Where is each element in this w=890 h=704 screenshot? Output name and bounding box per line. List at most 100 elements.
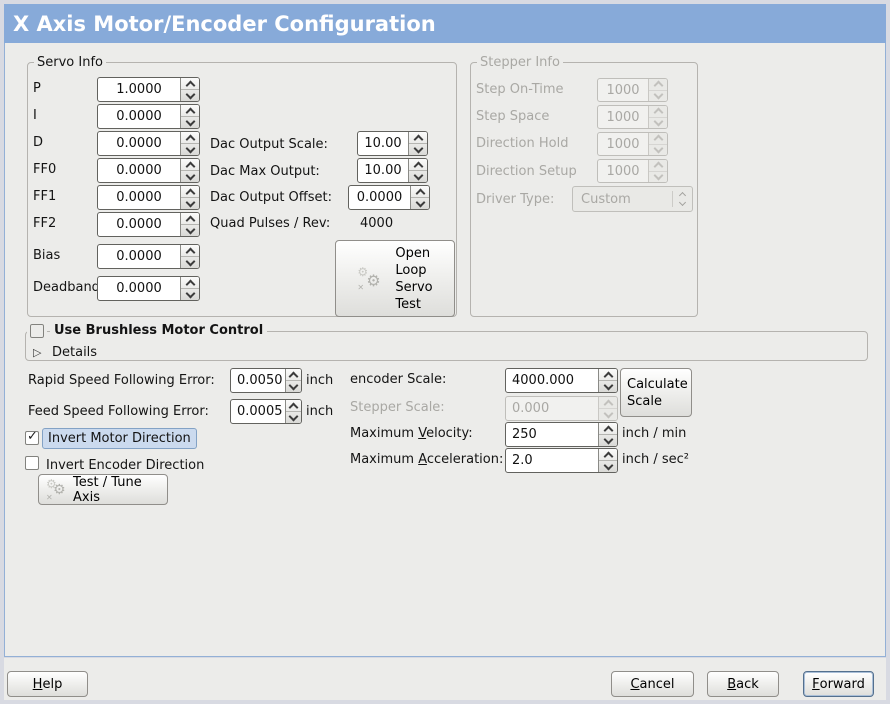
rapid-following-error-spinbox[interactable]: 0.0050 [230,368,302,393]
spin-up-icon[interactable] [285,400,301,412]
spin-down-icon[interactable] [599,434,617,446]
dac-max-output-label: Dac Max Output: [210,164,320,179]
spin-up-icon[interactable] [181,213,199,225]
deadband-spin-buttons[interactable] [180,277,199,300]
test-tune-axis-button[interactable]: ⚙ ⚙ ✕ Test / Tune Axis [38,474,168,505]
spin-down-icon[interactable] [181,143,199,155]
p-spin-buttons[interactable] [180,78,199,101]
spin-down-icon[interactable] [181,288,199,300]
spin-down-icon[interactable] [599,460,617,472]
dac-offset-spin-buttons[interactable] [410,186,429,209]
bias-spin-buttons[interactable] [180,245,199,268]
i-spin-buttons[interactable] [180,105,199,128]
ff0-value[interactable]: 0.0000 [116,163,162,178]
spin-up-icon[interactable] [181,78,199,90]
spin-down-icon[interactable] [181,256,199,268]
spin-down-icon[interactable] [411,197,429,209]
dac-max-output-spinbox[interactable]: 10.00 [357,158,428,183]
spin-up-icon[interactable] [181,245,199,257]
bias-spinbox[interactable]: 0.0000 [97,244,200,269]
ff0-spin-buttons[interactable] [180,159,199,182]
direction-setup-spin-buttons [648,160,667,182]
feed-following-error-value[interactable]: 0.0005 [237,404,283,419]
use-brushless-label[interactable]: Use Brushless Motor Control [50,323,268,338]
maximum-acceleration-value[interactable]: 2.0 [512,453,533,468]
spin-up-icon[interactable] [181,132,199,144]
spin-down-icon[interactable] [409,143,427,155]
direction-setup-label: Direction Setup [476,164,577,179]
spin-down-icon[interactable] [409,170,427,182]
spin-up-icon[interactable] [599,449,617,461]
ff1-value[interactable]: 0.0000 [116,190,162,205]
feed-spin-buttons[interactable] [284,400,302,423]
bias-value[interactable]: 0.0000 [116,249,162,264]
spin-up-icon[interactable] [181,159,199,171]
ff2-spinbox[interactable]: 0.0000 [97,212,200,237]
p-spinbox[interactable]: 1.0000 [97,77,200,102]
spin-down-icon[interactable] [286,380,302,392]
spin-up-icon [649,106,667,118]
rapid-following-error-value[interactable]: 0.0050 [237,373,283,388]
spin-up-icon[interactable] [409,132,427,144]
spin-down-icon[interactable] [181,89,199,101]
dac-output-offset-spinbox[interactable]: 0.0000 [348,185,430,210]
spin-down-icon[interactable] [599,380,617,392]
ff1-spinbox[interactable]: 0.0000 [97,185,200,210]
spin-up-icon[interactable] [181,105,199,117]
spin-down-icon[interactable] [181,170,199,182]
i-spinbox[interactable]: 0.0000 [97,104,200,129]
deadband-value[interactable]: 0.0000 [116,281,162,296]
invert-encoder-checkbox[interactable] [25,456,39,470]
invert-motor-checkbox[interactable]: ✓ [25,429,39,445]
spin-up-icon[interactable] [599,423,617,435]
ff0-spinbox[interactable]: 0.0000 [97,158,200,183]
maximum-acceleration-spinbox[interactable]: 2.0 [505,448,618,473]
calculate-scale-button[interactable]: Calculate Scale [620,368,692,417]
open-loop-servo-test-button[interactable]: ⚙ ⚙ ✕ Open Loop Servo Test [335,240,455,317]
spin-up-icon[interactable] [181,186,199,198]
d-value[interactable]: 0.0000 [116,136,162,151]
encoder-scale-value[interactable]: 4000.000 [512,373,575,388]
feed-following-error-spinbox[interactable]: 0.0005 [230,399,302,424]
ff2-value[interactable]: 0.0000 [116,217,162,232]
expander-triangle-icon[interactable]: ▷ [33,346,42,359]
invert-encoder-label[interactable]: Invert Encoder Direction [46,458,205,473]
velocity-spin-buttons[interactable] [598,423,617,446]
spin-up-icon[interactable] [285,369,301,381]
encoder-scale-spin-buttons[interactable] [598,369,617,392]
d-spinbox[interactable]: 0.0000 [97,131,200,156]
spin-up-icon[interactable] [411,186,429,198]
dac-output-offset-value[interactable]: 0.0000 [356,190,403,205]
i-value[interactable]: 0.0000 [116,109,162,124]
spin-down-icon[interactable] [181,197,199,209]
encoder-scale-spinbox[interactable]: 4000.000 [505,368,618,393]
d-spin-buttons[interactable] [180,132,199,155]
dac-max-spin-buttons[interactable] [408,159,427,182]
dac-output-scale-spinbox[interactable]: 10.00 [357,131,428,156]
maximum-velocity-value[interactable]: 250 [512,427,537,442]
spin-up-icon[interactable] [409,159,427,171]
deadband-spinbox[interactable]: 0.0000 [97,276,200,301]
ff1-spin-buttons[interactable] [180,186,199,209]
spin-up-icon[interactable] [181,277,199,289]
spin-up-icon[interactable] [599,369,617,381]
invert-motor-label[interactable]: Invert Motor Direction [42,428,197,449]
spin-down-icon[interactable] [181,224,199,236]
step-on-time-value: 1000 [606,82,640,98]
dac-output-scale-value[interactable]: 10.00 [364,136,402,151]
p-value[interactable]: 1.0000 [116,82,162,97]
use-brushless-checkbox[interactable] [27,321,47,341]
dac-max-output-value[interactable]: 10.00 [364,163,402,178]
details-expander-label[interactable]: Details [52,345,98,360]
dac-scale-spin-buttons[interactable] [408,132,427,155]
spin-down-icon[interactable] [286,411,302,423]
rapid-spin-buttons[interactable] [284,369,302,392]
ff2-spin-buttons[interactable] [180,213,199,236]
acceleration-spin-buttons[interactable] [598,449,617,472]
spin-down-icon[interactable] [181,116,199,128]
maximum-velocity-spinbox[interactable]: 250 [505,422,618,447]
